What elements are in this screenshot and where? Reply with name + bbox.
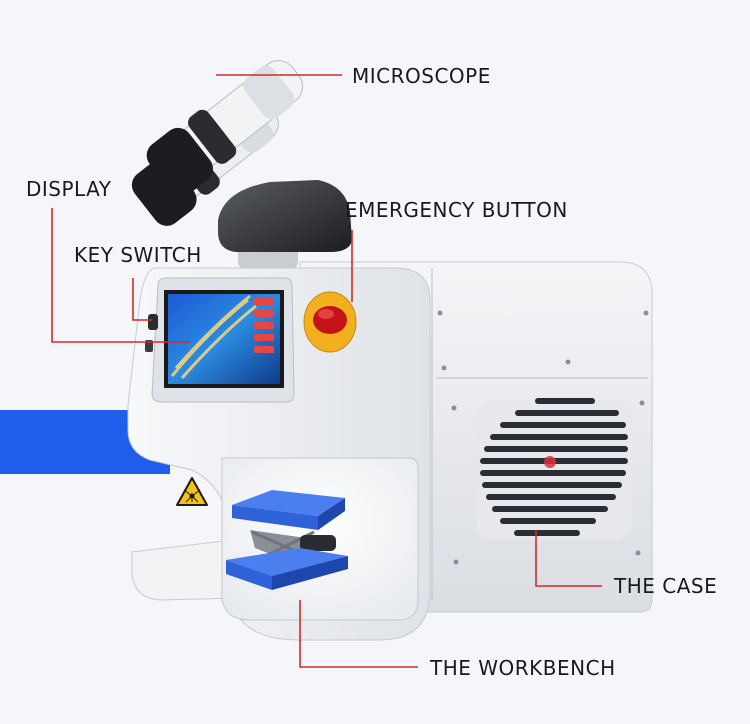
laser-warning-icon: [176, 477, 208, 506]
label-microscope: MICROSCOPE: [352, 64, 491, 88]
workbench-stage: [226, 490, 348, 590]
display-panel: [151, 277, 295, 403]
label-the-case: THE CASE: [613, 574, 717, 598]
label-display: DISPLAY: [26, 177, 112, 201]
leader-display: [51, 208, 190, 343]
emergency-button-icon: [303, 291, 357, 353]
leader-the-workbench: [299, 600, 418, 668]
microscope-icon: [131, 60, 352, 268]
leader-the-case: [535, 530, 602, 587]
label-key-switch: KEY SWITCH: [74, 243, 202, 267]
vent-grille: [476, 398, 632, 540]
leader-lines: [51, 74, 602, 668]
leader-key-switch: [132, 278, 152, 321]
key-switch-icon: [145, 314, 158, 352]
label-emergency-button: EMERGENCY BUTTON: [345, 198, 568, 222]
label-the-workbench: THE WORKBENCH: [429, 656, 616, 680]
machine-base: [131, 539, 241, 601]
